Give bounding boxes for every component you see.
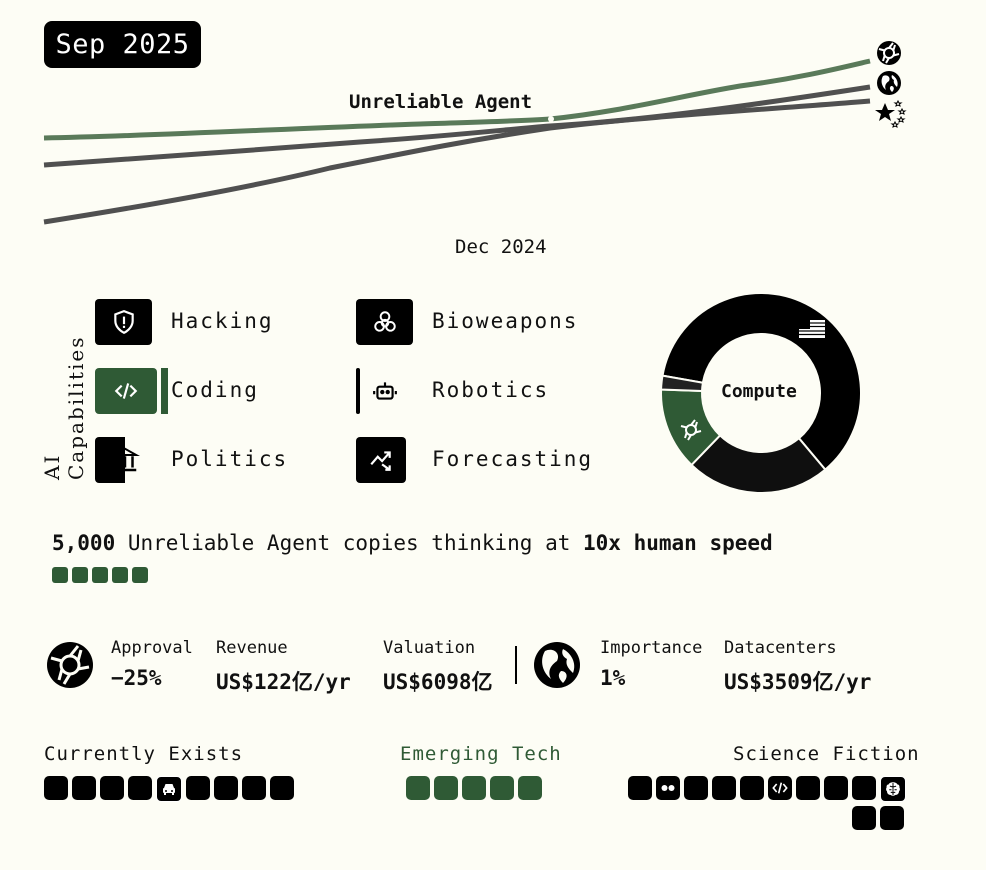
donut-slice-small: [660, 374, 705, 392]
date-badge: Sep 2025: [44, 21, 201, 68]
tech-block[interactable]: [880, 806, 904, 830]
agent-copies-text: 5,000 Unreliable Agent copies thinking a…: [52, 531, 773, 555]
timeline-marker-label: Dec 2024: [455, 236, 547, 258]
capability-label: Politics: [171, 447, 289, 471]
current-point: [548, 116, 554, 122]
tech-block[interactable]: [186, 776, 210, 800]
tier-scifi-label: Science Fiction: [733, 743, 920, 765]
tech-block[interactable]: [824, 776, 848, 800]
progress-bar: [356, 368, 360, 414]
shield-icon: [95, 299, 152, 345]
compute-donut: [660, 292, 862, 494]
capability-bioweapons[interactable]: [356, 299, 413, 345]
revenue-value: US$122亿/yr: [216, 670, 351, 694]
tech-block[interactable]: [128, 776, 152, 800]
approval-title: Approval: [111, 638, 193, 658]
eyes-icon: [661, 785, 675, 791]
code-icon: [95, 368, 157, 414]
progress-bar: [95, 437, 125, 483]
capability-coding[interactable]: [95, 368, 168, 414]
trend-chart: [43, 41, 907, 225]
tech-block[interactable]: [434, 776, 458, 800]
capability-hacking[interactable]: [95, 299, 152, 345]
capability-forecasting[interactable]: [356, 437, 406, 483]
tech-block[interactable]: [214, 776, 238, 800]
series-line-eu: [43, 98, 871, 225]
capability-label: Hacking: [171, 309, 274, 333]
tier-emerging-label: Emerging Tech: [400, 743, 562, 765]
tech-block[interactable]: [684, 776, 708, 800]
tech-block[interactable]: [406, 776, 430, 800]
valuation-value: US$6098亿: [383, 670, 493, 694]
tech-block[interactable]: [270, 776, 294, 800]
tech-block[interactable]: [880, 776, 906, 802]
government-icon: [109, 445, 141, 475]
tech-block[interactable]: [100, 776, 124, 800]
tech-block[interactable]: [490, 776, 514, 800]
car-icon: [163, 784, 175, 795]
tier-current-label: Currently Exists: [44, 743, 244, 765]
tech-block[interactable]: [628, 776, 652, 800]
datacenters-title: Datacenters: [724, 638, 837, 658]
copy-square: [112, 567, 128, 583]
openai-icon: [47, 642, 93, 688]
series-line-world: [43, 84, 871, 168]
tech-block[interactable]: [518, 776, 542, 800]
series-label: Unreliable Agent: [349, 91, 533, 113]
copies-squares: [52, 567, 148, 583]
approval-value: −25%: [111, 666, 162, 690]
capability-label: Robotics: [432, 378, 550, 402]
openai-icon: [680, 419, 702, 441]
tech-block[interactable]: [852, 776, 876, 800]
openai-icon: [877, 41, 901, 65]
revenue-title: Revenue: [216, 638, 288, 658]
tech-block[interactable]: [656, 776, 680, 800]
metrics-divider: [515, 646, 517, 684]
tech-block[interactable]: [796, 776, 820, 800]
trend-icon: [356, 437, 406, 483]
importance-value: 1%: [600, 666, 626, 690]
globe-icon: [877, 71, 901, 95]
robot-icon: [370, 378, 400, 404]
valuation-title: Valuation: [383, 638, 476, 658]
tech-block[interactable]: [44, 776, 68, 800]
capability-label: Coding: [171, 378, 259, 402]
capability-label: Bioweapons: [432, 309, 579, 333]
tier-scifi-blocks: [628, 776, 908, 830]
code-icon: [772, 782, 788, 794]
tech-block[interactable]: [72, 776, 96, 800]
tier-current-blocks: [44, 776, 294, 802]
tech-block[interactable]: [462, 776, 486, 800]
datacenters-value: US$3509亿/yr: [724, 670, 872, 694]
copy-square: [132, 567, 148, 583]
compute-label: Compute: [721, 381, 797, 402]
tech-block[interactable]: [740, 776, 764, 800]
eu-stars-icon: [875, 99, 907, 128]
globe-icon: [534, 642, 580, 688]
capability-label: Forecasting: [432, 447, 594, 471]
copies-count: 5,000: [52, 531, 116, 555]
importance-title: Importance: [600, 638, 703, 658]
tech-block[interactable]: [156, 776, 182, 802]
progress-bar: [161, 368, 168, 414]
brain-icon: [886, 782, 900, 796]
us-flag-icon: [799, 320, 825, 338]
biohazard-icon: [356, 299, 413, 345]
tech-block[interactable]: [768, 776, 792, 800]
tech-block[interactable]: [712, 776, 736, 800]
copies-text: Unreliable Agent copies thinking at: [115, 531, 584, 555]
copy-square: [72, 567, 88, 583]
tech-block[interactable]: [242, 776, 266, 800]
series-line-openai: [43, 58, 871, 141]
copies-speed: 10x human speed: [583, 531, 773, 555]
copy-square: [92, 567, 108, 583]
capabilities-title: AI Capabilities: [40, 335, 88, 480]
tech-block[interactable]: [852, 806, 876, 830]
copy-square: [52, 567, 68, 583]
tier-emerging-blocks: [406, 776, 542, 800]
